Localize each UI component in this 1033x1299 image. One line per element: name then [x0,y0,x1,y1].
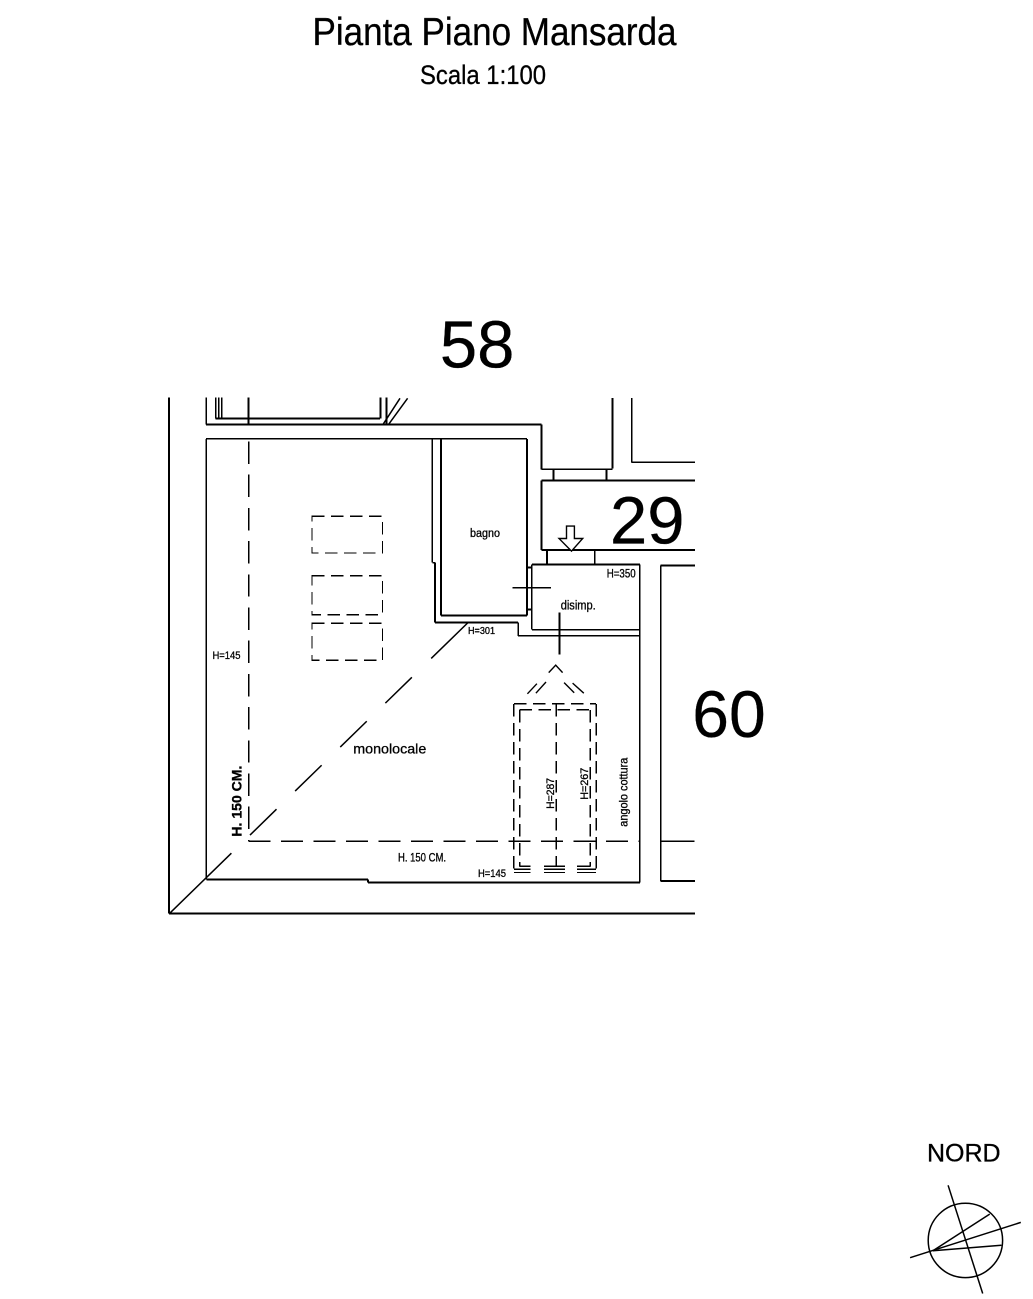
svg-text:angolo cottura: angolo cottura [616,757,630,826]
svg-text:disimp.: disimp. [561,598,596,612]
svg-text:H=350: H=350 [607,566,636,580]
svg-text:NORD: NORD [927,1140,1001,1168]
svg-text:Pianta Piano Mansarda: Pianta Piano Mansarda [313,11,677,54]
svg-text:58: 58 [440,308,515,383]
svg-text:H. 150 CM.: H. 150 CM. [398,853,446,865]
svg-text:monolocale: monolocale [353,741,426,757]
svg-text:H=301: H=301 [468,625,495,637]
svg-text:H. 150 CM.: H. 150 CM. [228,766,244,837]
svg-text:H=145: H=145 [213,650,241,662]
svg-text:H=267: H=267 [579,768,591,800]
svg-text:29: 29 [610,484,685,559]
svg-text:H=287: H=287 [545,778,557,809]
svg-text:60: 60 [692,677,765,751]
svg-text:Scala 1:100: Scala 1:100 [420,60,546,90]
svg-text:H=145: H=145 [478,868,506,880]
svg-text:bagno: bagno [470,526,500,540]
